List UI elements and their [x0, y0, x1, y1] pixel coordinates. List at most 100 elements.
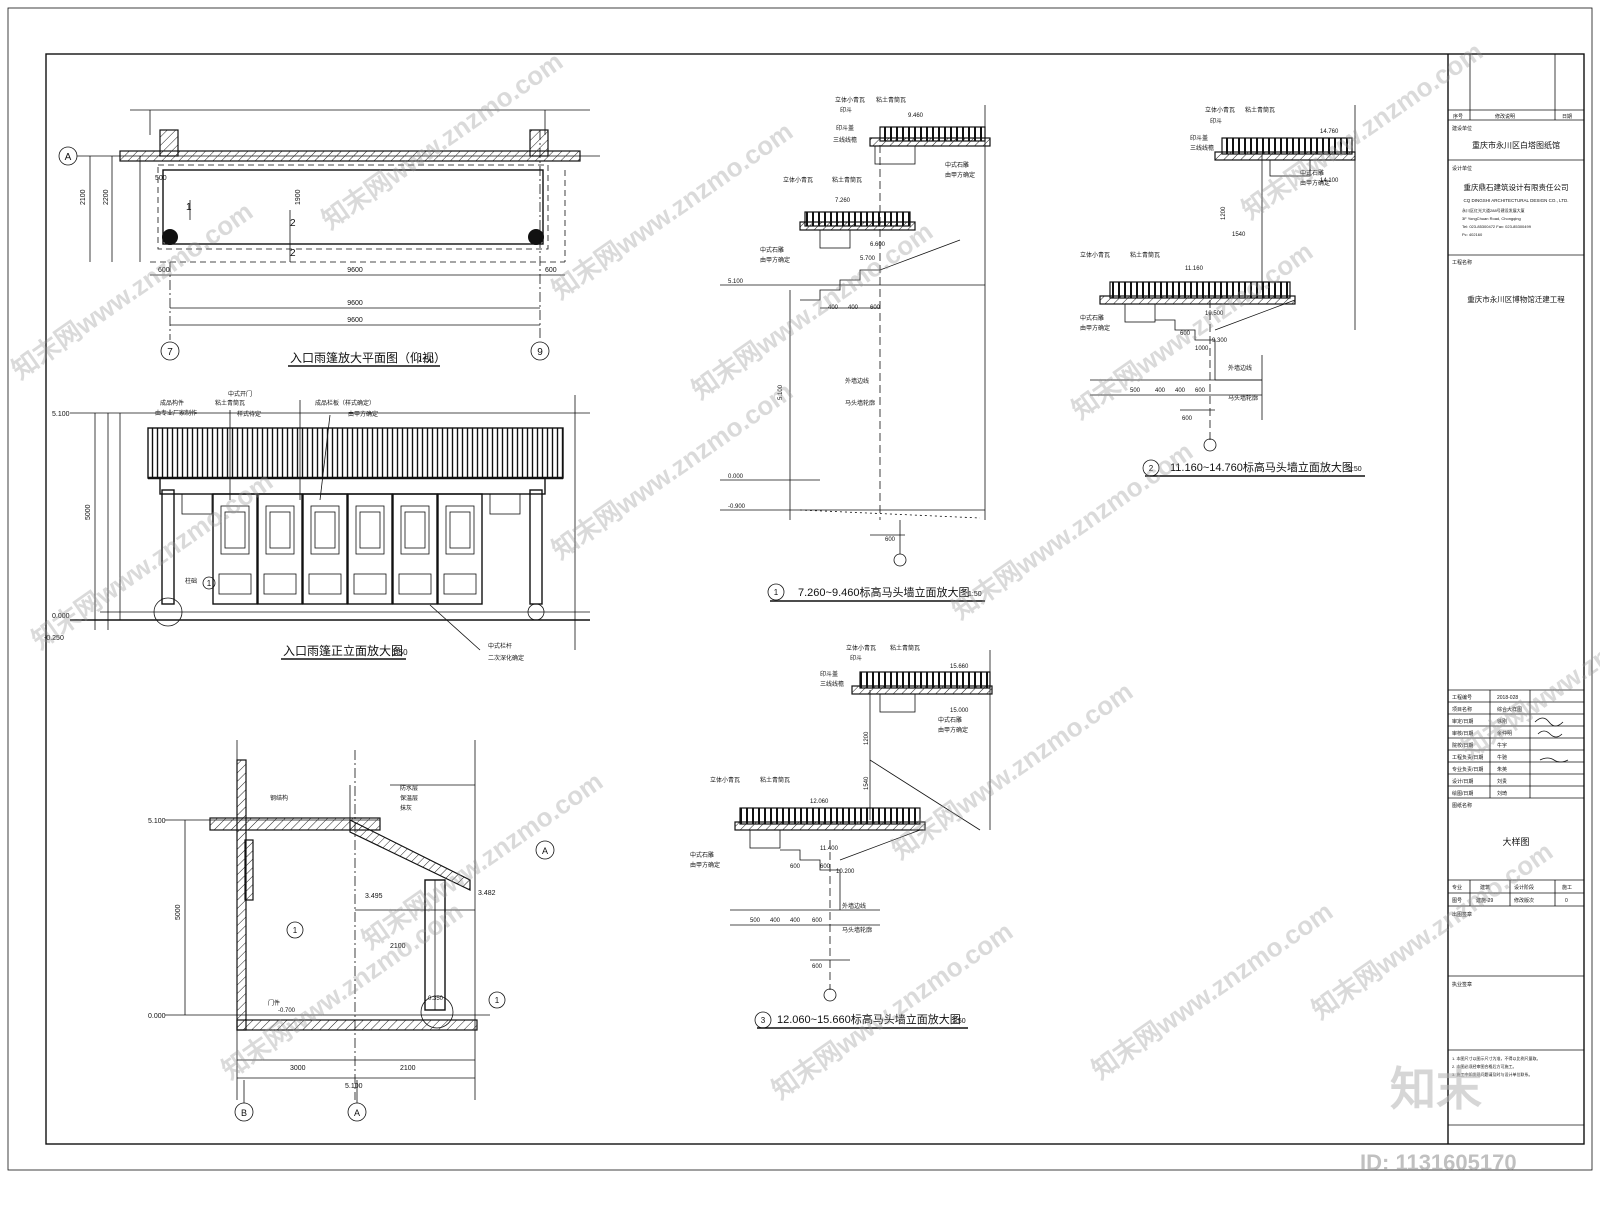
dim-400-d2b: 400: [1175, 388, 1186, 394]
dim-1900: 1900: [295, 189, 302, 205]
dim-5100-d1: 5.100: [778, 384, 784, 400]
tb-chief: 牛宇: [1497, 742, 1507, 749]
dim-1540-d2: 1540: [1232, 232, 1246, 238]
door-inner-panel: [449, 511, 471, 549]
door-lattice-panel: [400, 505, 430, 555]
label-d1-xiaoqingwa2: 立体小青瓦: [783, 176, 813, 184]
dim-400-d1a: 400: [828, 305, 839, 311]
detail-2-scale: 1:50: [1348, 466, 1362, 473]
label-d1-yindou: 印斗: [840, 107, 852, 114]
dim-500-plan: 500: [155, 175, 167, 182]
dim-3000-sec: 3000: [290, 1065, 306, 1072]
door-base-panel: [263, 573, 297, 595]
tb-item-label: 项目名称: [1452, 706, 1472, 713]
level-5100-sec: 5.100: [148, 818, 166, 825]
tb-stage-label: 设计阶段: [1514, 884, 1534, 891]
label-d2-zhantu: 粘土青筒瓦: [1245, 106, 1275, 114]
level-0000-sec: 0.000: [148, 1013, 166, 1020]
door-leaf: [212, 493, 258, 605]
detail-1-elevation: [720, 105, 991, 601]
elevation-scale: 1:50: [392, 648, 408, 657]
tb-ver: 0: [1565, 898, 1568, 904]
tb-reg-label: 执业签章: [1452, 981, 1472, 988]
level-11400: 11.400: [820, 846, 839, 852]
dim-600-left: 600: [158, 267, 170, 274]
label-d2-waiwu: 外墙边线: [1228, 364, 1252, 372]
label-d3-zhantu: 粘土青筒瓦: [890, 644, 920, 652]
tb-designer: 重庆鼎石建筑设计有限责任公司: [1464, 182, 1569, 192]
level-12060: 12.060: [810, 799, 829, 805]
tb-col-no: 序号: [1453, 113, 1463, 120]
door-inner-panel: [269, 511, 291, 549]
label-d2-xiaoqingwa: 立体小青瓦: [1205, 106, 1235, 114]
label-d2-yindou: 印斗: [1210, 118, 1222, 125]
door-lattice-panel: [445, 505, 475, 555]
front-elevation: [70, 395, 590, 651]
label-d2-xiaoqingwa2: 立体小青瓦: [1080, 251, 1110, 259]
door-leaf: [437, 493, 483, 605]
section-mark-2a: 2: [290, 218, 296, 229]
label-zhantu-elev: 粘土青筒瓦: [215, 399, 245, 407]
label-d2-yindougai: 印斗盖: [1190, 134, 1208, 142]
label-d1-yindougai: 印斗盖: [836, 124, 854, 132]
detail-2-elevation: [1090, 105, 1356, 477]
dim-400-d3b: 400: [790, 918, 801, 924]
label-d3-shiliao: 中式石雕: [938, 716, 962, 724]
label-d3-matou: 马头墙轮廓: [842, 926, 872, 934]
dim-600-d3a: 600: [790, 864, 801, 870]
label-chengpin: 成品构件: [160, 399, 184, 407]
label-d2-zhantu2: 粘土青筒瓦: [1130, 251, 1160, 259]
level-5100-elev: 5.100: [52, 411, 70, 418]
dim-500-d3: 500: [750, 918, 761, 924]
door-base-panel: [218, 573, 252, 595]
label-d2-shiliao2: 中式石雕: [1080, 314, 1104, 322]
tb-projno-label: 工程编号: [1452, 694, 1472, 701]
tb-ver-label: 修改版次: [1514, 897, 1534, 904]
label-langan: 中式栏杆: [488, 642, 512, 650]
dim-1200-d2: 1200: [1221, 206, 1227, 220]
tb-approve: 徐刚: [1497, 718, 1507, 725]
label-d3-shiliao2: 中式石雕: [690, 851, 714, 859]
door-lattice-panel: [220, 505, 250, 555]
label-d1-xiaoqingwa: 立体小青瓦: [835, 96, 865, 104]
tb-stage: 施工: [1562, 884, 1572, 891]
door-leaf: [257, 493, 303, 605]
dim-5000-sec: 5000: [175, 904, 182, 920]
door-lattice-panel: [310, 505, 340, 555]
label-d1-waiwu: 外墙边线: [845, 377, 869, 385]
dim-600-d2a: 600: [1180, 331, 1191, 337]
detail-1-scale: 1:50: [968, 591, 982, 598]
label-erci: 二次深化确定: [488, 654, 524, 662]
level-7260: 7.260: [835, 198, 851, 204]
tb-design: 刘贵: [1497, 778, 1507, 785]
detail-2-num: 2: [1149, 464, 1154, 473]
tb-design-label: 设计/日期: [1452, 778, 1473, 785]
detail-mark-1: 1: [207, 579, 212, 588]
tb-designer-en: CQ DINGSHI ARCHITECTURAL DESIGN CO., LTD…: [1463, 198, 1568, 203]
tb-chief-label: 院校/日期: [1452, 742, 1473, 749]
level-6600: 6.600: [870, 242, 886, 248]
dim-600-right: 600: [545, 267, 557, 274]
label-d3-xiaoqingwa2: 立体小青瓦: [710, 776, 740, 784]
level-15660: 15.660: [950, 664, 969, 670]
level-5100-d1: 5.100: [728, 279, 744, 285]
label-d1-matou: 马头墙轮廓: [845, 399, 875, 407]
title-block: [1447, 54, 1584, 1144]
inner-border: [45, 53, 1585, 1145]
dim-600-d3d: 600: [812, 964, 823, 970]
label-d2-jiafang: 由甲方确定: [1300, 179, 1330, 187]
tb-addr2: 3F YongChuan Road, Chongqing: [1462, 216, 1521, 221]
door-base-panel: [308, 573, 342, 595]
tb-note-2: 2. 本图必须经审图合格后方可施工。: [1452, 1063, 1516, 1069]
dim-400-d2a: 400: [1155, 388, 1166, 394]
detail-3-scale: 1:50: [952, 1018, 966, 1025]
plan-title: 入口雨篷放大平面图（仰视）: [290, 350, 446, 365]
section-mark-2b: 2: [290, 248, 296, 259]
level-10200: 10.200: [836, 869, 855, 875]
tb-projno: 2018-028: [1497, 695, 1518, 701]
detail-mark-sec-1: 1: [293, 926, 298, 935]
dim-2200: 2200: [103, 189, 110, 205]
level-m0900-d1: -0.900: [728, 504, 746, 510]
door-lattice-panel: [265, 505, 295, 555]
tb-addr1: 永川区红光大道288号建设发展大厦: [1462, 207, 1525, 213]
